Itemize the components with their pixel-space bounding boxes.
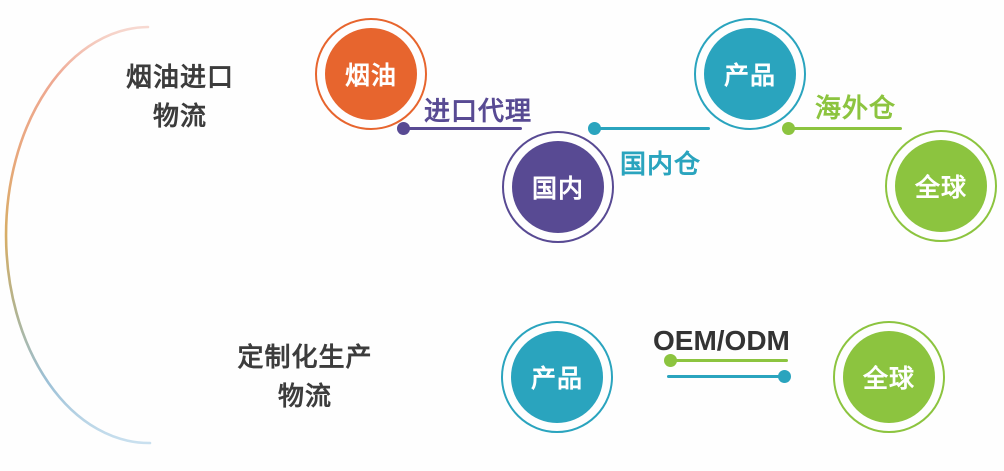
connector-line-teal [594, 127, 710, 130]
flow-title-oem: 定制化生产 物流 [225, 338, 385, 416]
node-product-oem: 产品 [501, 321, 613, 433]
oem-dot-green [664, 354, 677, 367]
node-eliquid: 烟油 [315, 18, 427, 130]
flow-title-import-line2: 物流 [152, 101, 207, 131]
node-domestic: 国内 [502, 131, 614, 243]
node-global-import-label: 全球 [895, 140, 987, 232]
node-global-oem-label: 全球 [843, 331, 935, 423]
oem-line-teal [667, 375, 784, 378]
flow-title-import-line1: 烟油进口 [125, 62, 234, 92]
node-product-import-label: 产品 [704, 28, 796, 120]
connector-label-overseas-warehouse: 海外仓 [815, 93, 897, 123]
flow-title-oem-line2: 物流 [277, 381, 332, 411]
oem-dot-teal [778, 370, 791, 383]
flow-title-oem-line1: 定制化生产 [237, 342, 373, 372]
flow-title-import: 烟油进口 物流 [100, 58, 260, 136]
node-eliquid-label: 烟油 [325, 28, 417, 120]
node-global-oem: 全球 [833, 321, 945, 433]
connector-line-green [788, 127, 902, 130]
oem-line-green [671, 359, 788, 362]
connector-line-purple [403, 127, 522, 130]
node-product-import: 产品 [694, 18, 806, 130]
node-global-import: 全球 [885, 130, 997, 242]
connector-label-domestic-warehouse: 国内仓 [620, 149, 702, 179]
node-product-oem-label: 产品 [511, 331, 603, 423]
connector-label-oem-odm: OEM/ODM [653, 325, 790, 356]
node-domestic-label: 国内 [512, 141, 604, 233]
connector-label-import-agency: 进口代理 [424, 96, 533, 126]
